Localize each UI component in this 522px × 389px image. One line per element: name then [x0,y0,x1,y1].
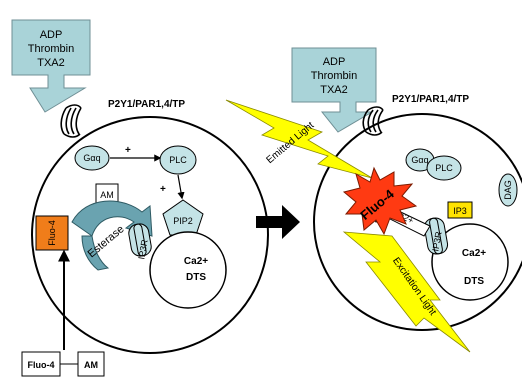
left-dts-label: DTS [186,272,206,283]
left-fluo4-label: Fluo-4 [47,220,57,246]
left-galpha-label: Gαq [83,153,100,163]
left-receptor-icon [60,104,82,138]
left-ca2-label: Ca2+ [184,256,208,267]
left-agonist-callout: ADP Thrombin TXA2 [11,19,91,113]
right-callout-line-1: ADP [323,56,346,68]
fluo4-am-probe: Fluo-4 AM [21,351,105,377]
right-galpha-label: Gαq [411,155,428,165]
fluo4-burst: Fluo-4 [342,166,418,236]
right-dts [431,223,509,301]
right-agonist-callout: ADP Thrombin TXA2 [291,47,377,133]
right-receptor-icon [362,106,384,136]
transition-arrow-icon [256,205,300,239]
right-ip3-label: IP3 [453,206,467,216]
left-callout-line-3: TXA2 [37,57,65,69]
right-dts-label: DTS [464,276,484,287]
left-ip3r-channel [128,223,152,257]
left-plus-2: + [160,184,166,195]
left-ip3r-label: IP3R [136,238,149,260]
right-ip3r-channel [423,217,449,255]
left-dts [149,231,227,309]
right-ip3r-label: IP3R [430,230,443,252]
right-callout-line-2: Thrombin [311,70,357,82]
probe-fluo4-box [21,351,61,377]
right-plc [426,155,462,181]
probe-fluo4-label: Fluo-4 [28,360,55,370]
left-plc-label: PLC [169,155,187,165]
right-ip3-box [447,201,473,219]
right-ca2-label: Ca2+ [462,248,486,259]
right-callout-line-3: TXA2 [320,84,348,96]
left-plc [159,145,197,175]
left-galpha [74,145,110,171]
left-callout-line-2: Thrombin [28,43,74,55]
right-dag-label: DAG [503,180,513,200]
right-dag [498,173,518,207]
left-fluo4-box [35,215,69,251]
left-am-label: AM [100,190,114,200]
right-receptor-label: P2Y1/PAR1,4/TP [392,94,469,105]
right-plc-label: PLC [435,163,453,173]
left-pip2-label: PIP2 [173,216,193,226]
left-cell: ADP Thrombin TXA2 P2Y1/PAR1,4/TP Gαq + P… [11,19,269,354]
left-receptor-label: P2Y1/PAR1,4/TP [108,99,185,110]
left-plus-1: + [125,145,131,156]
probe-am-box [77,351,105,377]
left-callout-line-1: ADP [40,29,63,41]
probe-am-label: AM [84,360,98,370]
